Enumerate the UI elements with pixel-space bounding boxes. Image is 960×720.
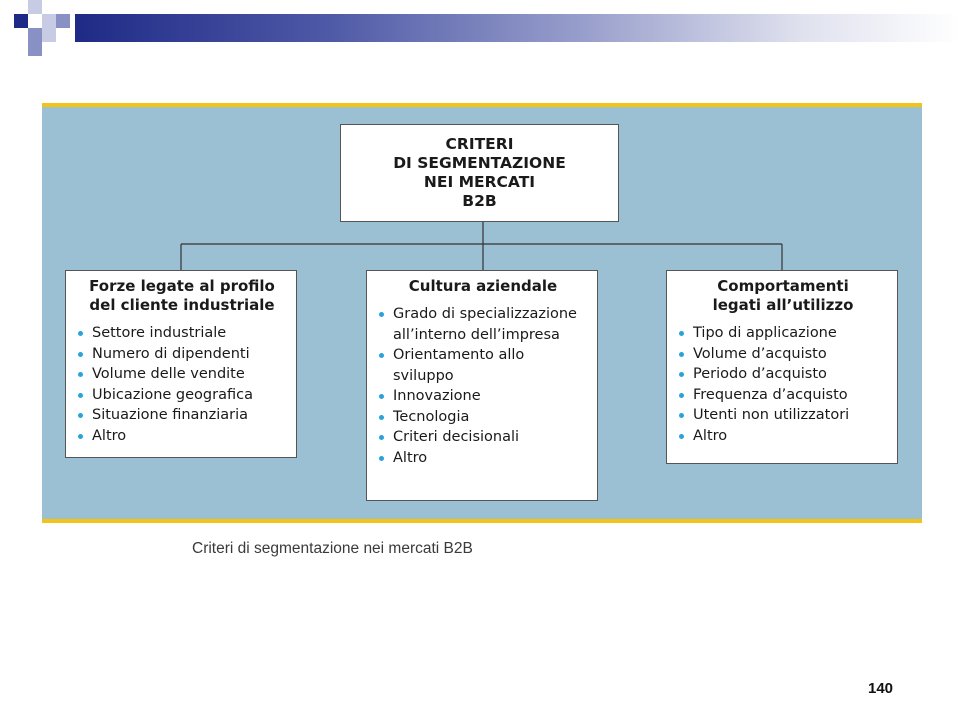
header-gradient-bar (75, 14, 960, 42)
list-item-text: Volume delle vendite (92, 366, 245, 382)
bullet-icon (379, 394, 384, 399)
bullet-icon (78, 372, 83, 377)
bullet-icon (679, 372, 684, 377)
root-node: CRITERI DI SEGMENTAZIONE NEI MERCATI B2B (340, 124, 619, 222)
branch-item-list: Tipo di applicazione Volume d’acquisto P… (677, 323, 889, 446)
bullet-icon (78, 351, 83, 357)
list-item-text: Volume d’acquisto (693, 345, 827, 362)
branch-item-list: Settore industriale Numero di dipendenti… (76, 323, 288, 446)
header-square-dark (14, 14, 28, 28)
list-item-text: Grado di specializzazione all’interno de… (393, 306, 577, 343)
list-item-text: Frequenza d’acquisto (693, 386, 848, 403)
branch-title: Forze legate al profilo del cliente indu… (89, 277, 275, 314)
bullet-icon (679, 413, 684, 418)
list-item-text: Tecnologia (393, 408, 470, 425)
bullet-icon (379, 414, 384, 420)
list-item-text: Tipo di applicazione (693, 325, 837, 341)
branch-title: Cultura aziendale (408, 277, 558, 295)
list-item: Periodo d’acquisto (677, 364, 889, 385)
list-item-text: Orientamento allo sviluppo (393, 347, 525, 384)
list-item-text: Altro (393, 449, 428, 466)
page-number: 140 (868, 680, 894, 697)
bullet-icon (379, 353, 384, 358)
list-item-text: Altro (693, 427, 728, 444)
list-item-text: Criteri decisionali (393, 429, 520, 445)
bullet-icon (679, 392, 684, 398)
bullet-icon (78, 433, 83, 439)
list-item-text: Situazione finanziaria (92, 407, 249, 423)
bullet-icon (78, 413, 83, 418)
bullet-icon (679, 331, 684, 336)
header-square-mid (56, 14, 70, 28)
list-item-text: Numero di dipendenti (92, 345, 250, 362)
list-item: Volume d’acquisto (677, 344, 889, 365)
branch-node-profile: Forze legate al profilo del cliente indu… (65, 270, 297, 458)
bullet-icon (379, 435, 384, 440)
bullet-icon (679, 351, 684, 357)
list-item-text: Periodo d’acquisto (693, 366, 827, 382)
list-item: Altro (76, 426, 288, 447)
list-item: Criteri decisionali (377, 427, 589, 448)
header-square-mid (28, 28, 42, 42)
list-item: Numero di dipendenti (76, 344, 288, 365)
branch-item-list: Grado di specializzazione all’interno de… (377, 304, 589, 468)
list-item-text: Altro (92, 427, 127, 444)
list-item: Altro (377, 448, 589, 469)
list-item-text: Ubicazione geografica (92, 386, 253, 403)
header-square-light (42, 28, 56, 42)
bullet-icon (379, 312, 384, 317)
list-item: Frequenza d’acquisto (677, 385, 889, 406)
root-node-title: CRITERI DI SEGMENTAZIONE NEI MERCATI B2B (393, 135, 566, 210)
list-item: Settore industriale (76, 323, 288, 344)
branch-node-culture: Cultura aziendale Grado di specializzazi… (366, 270, 598, 501)
branch-title: Comportamenti legati all’utilizzo (712, 277, 854, 314)
bullet-icon (78, 331, 83, 336)
list-item: Volume delle vendite (76, 364, 288, 385)
list-item: Utenti non utilizzatori (677, 405, 889, 426)
branch-node-usage: Comportamenti legati all’utilizzo Tipo d… (666, 270, 898, 464)
bullet-icon (379, 455, 384, 461)
figure-caption: Criteri di segmentazione nei mercati B2B (192, 540, 473, 557)
bullet-icon (78, 392, 83, 398)
list-item-text: Utenti non utilizzatori (693, 407, 850, 423)
list-item: Grado di specializzazione all’interno de… (377, 304, 589, 345)
header-square-mid (28, 42, 42, 56)
list-item: Orientamento allo sviluppo (377, 345, 589, 386)
list-item: Innovazione (377, 386, 589, 407)
bullet-icon (679, 433, 684, 439)
list-item-text: Settore industriale (92, 325, 227, 341)
list-item: Tipo di applicazione (677, 323, 889, 344)
list-item: Altro (677, 426, 889, 447)
list-item: Ubicazione geografica (76, 385, 288, 406)
list-item: Situazione finanziaria (76, 405, 288, 426)
list-item-text: Innovazione (393, 388, 481, 404)
header-square-light (42, 14, 56, 28)
list-item: Tecnologia (377, 407, 589, 428)
header-square-light (28, 0, 42, 14)
